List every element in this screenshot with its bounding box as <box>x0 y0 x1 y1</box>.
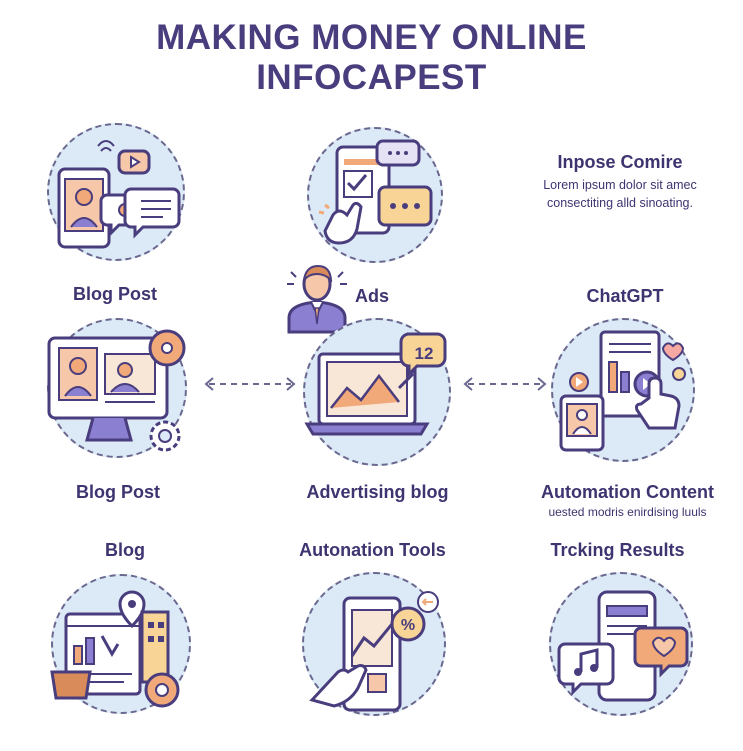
automation-content-subtext: uested modris enirdising luuls <box>548 505 707 519</box>
dashed-arrow-left <box>204 377 296 391</box>
title-line-1: MAKING MONEY ONLINE <box>156 18 587 57</box>
note-heading: Inpose Comire <box>557 152 683 172</box>
browser-chart-icon <box>50 590 180 708</box>
dashed-arrow-right <box>463 377 547 391</box>
monitor-gear-icon <box>47 329 186 452</box>
title-line-2: INFOCAPEST <box>256 58 487 97</box>
document-video-icon <box>559 330 686 452</box>
note-body-line-1: Lorem ipsum dolor sit amec <box>543 178 697 192</box>
svg-text:%: % <box>401 617 415 634</box>
label-automation-content: Automation Content <box>541 482 714 502</box>
badge-number: 12 <box>415 344 434 363</box>
label-trcking-results: Trcking Results <box>550 540 685 560</box>
label-chatgpt: ChatGPT <box>586 286 664 306</box>
note-body-line-2: consectiting alld sinoating. <box>547 196 693 210</box>
label-ads: Ads <box>354 286 389 306</box>
note-body: Lorem ipsum dolor sit amec consectiting … <box>515 176 725 212</box>
label-blog-post-1: Blog Post <box>73 284 157 304</box>
tablet-percent-icon: % <box>309 591 439 712</box>
label-blog: Blog <box>105 540 145 560</box>
phone-music-icon <box>557 590 689 702</box>
label-advertising-blog: Advertising blog <box>306 482 449 502</box>
laptop-chart-icon: 12 <box>304 332 447 436</box>
label-blog-post-2: Blog Post <box>76 482 160 502</box>
label-autonation-tools: Autonation Tools <box>299 540 446 560</box>
person-icon <box>287 264 347 334</box>
phone-chat-icon <box>57 140 181 249</box>
tablet-ads-icon <box>318 139 433 245</box>
page-title: MAKING MONEY ONLINE INFOCAPEST <box>0 18 743 98</box>
